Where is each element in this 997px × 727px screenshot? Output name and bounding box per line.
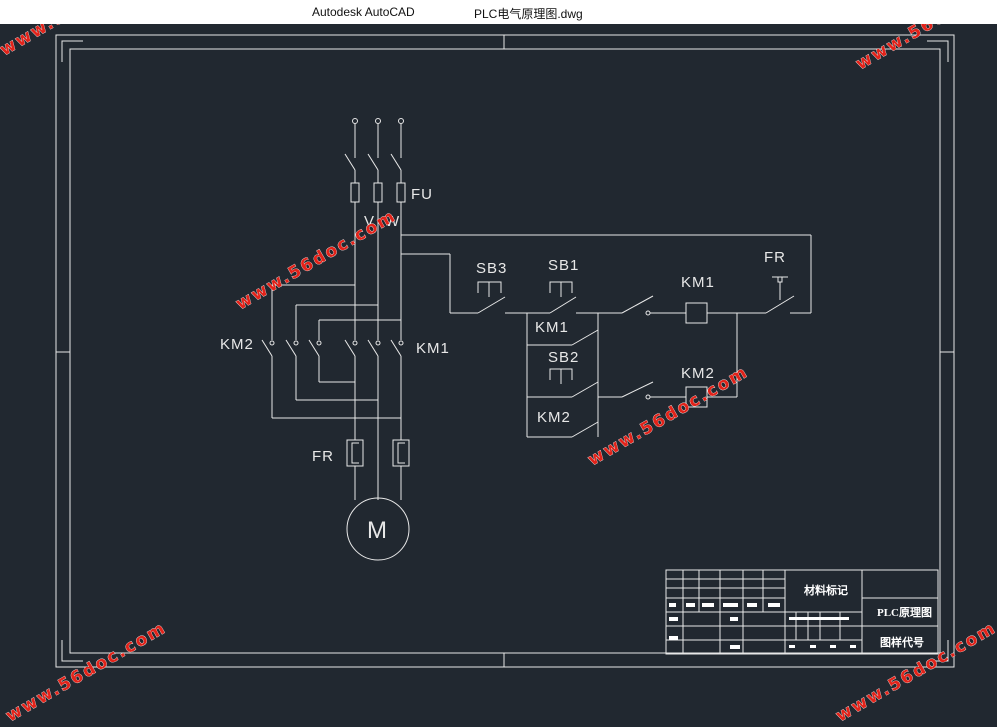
label-km2-main: KM2 [220, 336, 254, 353]
watermark-bottom-left: www.56doc.com [3, 618, 171, 722]
drawing-svg[interactable]: FU V W KM2 KM1 FR M SB3 SB1 KM1 FR KM1 S… [0, 24, 997, 722]
title-block-name: PLC原理图 [877, 606, 932, 619]
label-fu: FU [411, 186, 433, 203]
watermark-center-right: www.56doc.com [585, 362, 753, 470]
control-circuit [401, 235, 811, 437]
label-km2-aux: KM2 [537, 409, 571, 426]
label-km1-coil: KM1 [681, 274, 715, 291]
drawing-frame [56, 35, 954, 667]
drawing-canvas[interactable]: FU V W KM2 KM1 FR M SB3 SB1 KM1 FR KM1 S… [0, 24, 997, 722]
label-fr-main: FR [312, 448, 334, 465]
watermark-bottom-right: www.56doc.com [833, 618, 997, 722]
label-sb3: SB3 [476, 260, 507, 277]
file-name: PLC电气原理图.dwg [474, 5, 583, 22]
title-block-code: 图样代号 [880, 635, 924, 649]
label-km1-main: KM1 [416, 340, 450, 357]
label-km1-aux: KM1 [535, 319, 569, 336]
label-fr-ctrl: FR [764, 249, 786, 266]
label-sb1: SB1 [548, 257, 579, 274]
label-motor: M [367, 517, 388, 544]
label-km2-coil: KM2 [681, 365, 715, 382]
watermark-top-left: www.56doc.com [0, 24, 164, 60]
main-circuit [262, 119, 409, 561]
title-bar: Autodesk AutoCAD PLC电气原理图.dwg [0, 0, 997, 24]
watermark-center-left: www.56doc.com [233, 206, 401, 314]
label-sb2: SB2 [548, 349, 579, 366]
app-title: Autodesk AutoCAD [312, 5, 415, 19]
title-block-material: 材料标记 [804, 583, 848, 597]
